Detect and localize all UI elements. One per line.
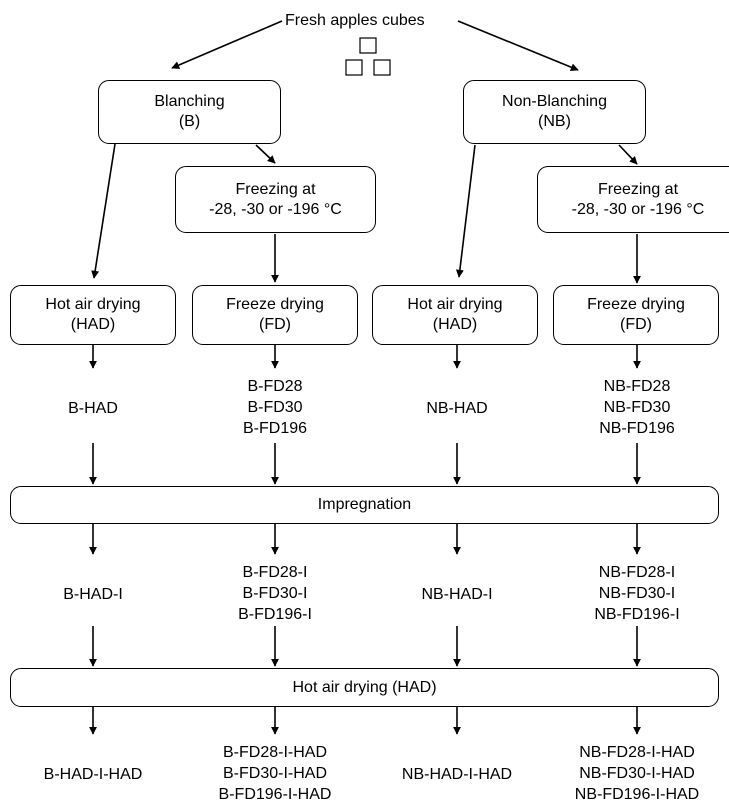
impregnation-label: Impregnation — [317, 496, 412, 513]
samples-b-fd-i-had: B-FD28-I-HAD B-FD30-I-HAD B-FD196-I-HAD — [195, 742, 355, 805]
had-box-nb: Hot air drying (HAD) — [372, 285, 538, 345]
arrow-non-blanching-to-had — [455, 144, 476, 278]
arrow-non-blanching-to-freezing — [618, 144, 638, 165]
freezing-box-nb: Freezing at -28, -30 or -196 °C — [537, 166, 729, 233]
sample-code: NB-HAD-I-HAD — [401, 766, 513, 783]
had-b-code: (HAD) — [70, 316, 116, 333]
sample-nb-had: NB-HAD — [377, 398, 537, 419]
freezing-nb-label: Freezing at — [597, 180, 679, 198]
sample-code: B-FD196-I-HAD — [218, 786, 332, 803]
fd-b-label: Freeze drying — [226, 296, 324, 313]
sample-code: NB-FD196 — [599, 420, 675, 437]
sample-code: B-HAD-I — [63, 586, 123, 603]
sample-code: NB-FD30-I-HAD — [579, 765, 695, 782]
sample-code: NB-HAD-I — [421, 586, 493, 603]
sample-b-had-i: B-HAD-I — [13, 584, 173, 605]
sample-code: NB-HAD — [426, 400, 488, 417]
sample-code: B-FD196 — [242, 420, 308, 437]
blanching-box: Blanching (B) — [98, 80, 281, 144]
fd-box-b: Freeze drying (FD) — [192, 285, 358, 345]
fd-b-code: (FD) — [259, 316, 291, 333]
samples-nb-fd: NB-FD28 NB-FD30 NB-FD196 — [557, 376, 717, 439]
sample-code: B-FD196-I — [238, 606, 312, 623]
sample-code: NB-FD28-I — [598, 564, 676, 581]
samples-nb-fd-i-had: NB-FD28-I-HAD NB-FD30-I-HAD NB-FD196-I-H… — [557, 742, 717, 805]
freezing-box-b: Freezing at -28, -30 or -196 °C — [175, 166, 376, 233]
sample-code: B-FD30-I-HAD — [222, 765, 327, 782]
blanching-code: (B) — [178, 113, 201, 130]
had-b-label: Hot air drying — [45, 296, 141, 313]
samples-nb-fd-i: NB-FD28-I NB-FD30-I NB-FD196-I — [557, 562, 717, 625]
sample-code: NB-FD196-I — [594, 606, 680, 623]
sample-nb-had-i: NB-HAD-I — [377, 584, 537, 605]
sample-code: NB-FD30 — [603, 399, 671, 416]
sample-code: NB-FD196-I-HAD — [574, 786, 700, 803]
arrow-title-to-blanching — [171, 20, 283, 69]
non-blanching-code: (NB) — [538, 113, 571, 130]
fd-nb-code: (FD) — [620, 316, 652, 333]
freezing-nb-temps: -28, -30 or -196 °C — [571, 200, 705, 218]
sample-code: B-FD28 — [247, 378, 303, 395]
had-nb-code: (HAD) — [432, 316, 478, 333]
sample-code: B-FD28-I-HAD — [222, 744, 327, 761]
blanching-label: Blanching — [154, 93, 225, 110]
sample-b-had-i-had: B-HAD-I-HAD — [13, 764, 173, 785]
had-box-b: Hot air drying (HAD) — [10, 285, 176, 345]
fd-nb-label: Freeze drying — [587, 296, 685, 313]
samples-b-fd: B-FD28 B-FD30 B-FD196 — [195, 376, 355, 439]
had-nb-label: Hot air drying — [407, 296, 503, 313]
sample-code: NB-FD28 — [603, 378, 671, 395]
final-had-box: Hot air drying (HAD) — [10, 668, 719, 707]
sample-code: B-HAD-I-HAD — [43, 766, 143, 783]
sample-code: B-FD30 — [247, 399, 303, 416]
sample-code: NB-FD28-I-HAD — [579, 744, 695, 761]
sample-code: NB-FD30-I — [598, 585, 676, 602]
diagram-title: Fresh apples cubes — [285, 12, 425, 29]
sample-code: B-FD30-I — [242, 585, 308, 602]
final-had-label: Hot air drying (HAD) — [292, 678, 437, 696]
sample-b-had: B-HAD — [13, 398, 173, 419]
sample-code: B-HAD — [68, 400, 118, 417]
arrow-blanching-to-freezing — [255, 144, 276, 164]
freezing-b-temps: -28, -30 or -196 °C — [209, 200, 342, 218]
non-blanching-box: Non-Blanching (NB) — [463, 80, 646, 144]
arrow-blanching-to-had — [91, 143, 116, 279]
sample-nb-had-i-had: NB-HAD-I-HAD — [377, 764, 537, 785]
impregnation-box: Impregnation — [10, 486, 719, 524]
arrow-title-to-non-blanching — [457, 20, 579, 71]
samples-b-fd-i: B-FD28-I B-FD30-I B-FD196-I — [195, 562, 355, 625]
apple-cubes-icon — [345, 37, 391, 76]
non-blanching-label: Non-Blanching — [502, 93, 607, 110]
freezing-b-label: Freezing at — [235, 180, 316, 198]
fd-box-nb: Freeze drying (FD) — [553, 285, 719, 345]
sample-code: B-FD28-I — [242, 564, 308, 581]
